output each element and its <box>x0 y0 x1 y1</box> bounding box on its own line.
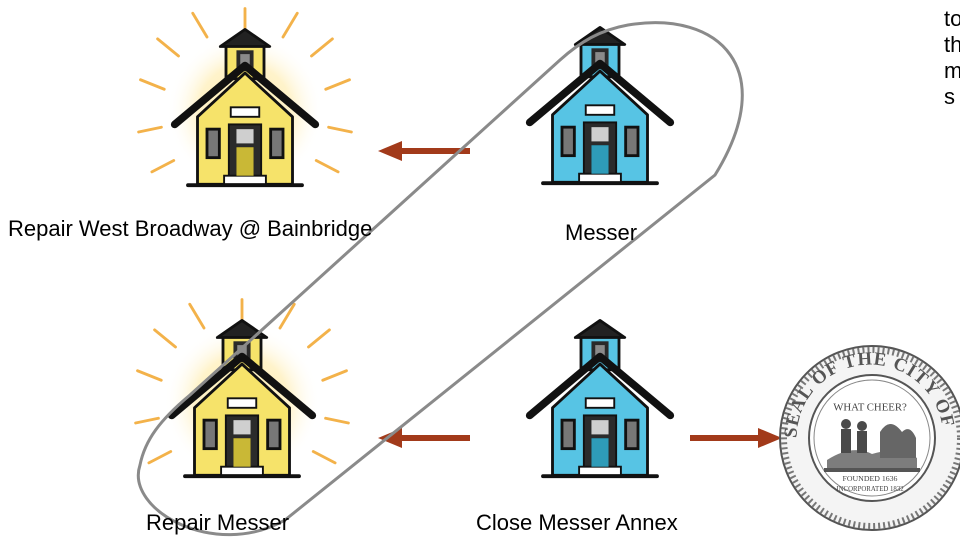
arrow-icon <box>378 141 470 161</box>
glowing-schoolhouse-icon <box>134 298 350 482</box>
label-repair-west-broadway: Repair West Broadway @ Bainbridge <box>8 216 373 241</box>
side-text-fragment: to th m s <box>944 6 960 110</box>
side-text-line: m <box>944 58 960 83</box>
arrow-icon <box>378 428 470 448</box>
side-text-line: s <box>944 84 955 109</box>
seal-lettering: SEAL OF THE CITY OF PROVIDENCE WHAT CHEE… <box>780 348 959 493</box>
side-text-line: to <box>944 6 960 31</box>
seal-ring-text: SEAL OF THE CITY OF PROVIDENCE <box>780 348 958 443</box>
side-text-line: th <box>944 32 960 57</box>
seal-founded: FOUNDED 1636 <box>843 474 898 483</box>
grouping-loop <box>136 21 744 537</box>
glowing-schoolhouse-icon <box>137 7 353 191</box>
schoolhouse-icon <box>530 27 671 183</box>
label-close-messer-annex: Close Messer Annex <box>476 510 678 535</box>
city-seal-icon <box>779 345 960 531</box>
seal-motto: WHAT CHEER? <box>833 402 907 414</box>
arrow-icon <box>690 428 782 448</box>
svg-text:SEAL OF THE CITY OF PROVIDENCE: SEAL OF THE CITY OF PROVIDENCE <box>780 348 959 443</box>
seal-incorporated: INCORPORATED 1832 <box>836 486 904 493</box>
label-repair-messer: Repair Messer <box>146 510 290 535</box>
label-messer: Messer <box>565 220 638 245</box>
schoolhouse-icon <box>530 320 671 476</box>
